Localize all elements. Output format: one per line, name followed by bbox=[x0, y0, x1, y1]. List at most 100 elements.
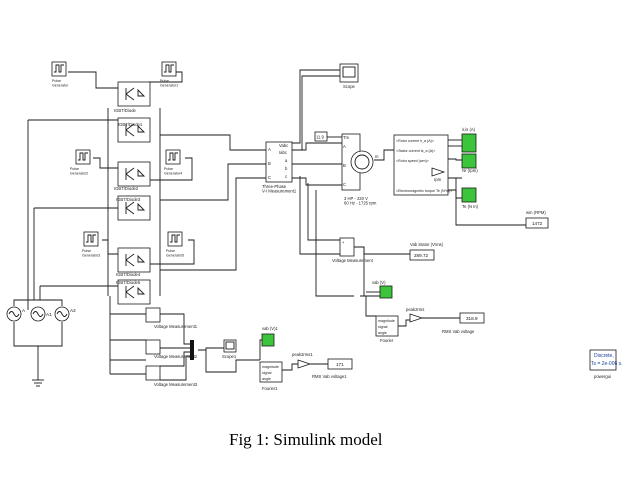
powergui-line-2: Ts = 2e-006 s. bbox=[591, 361, 623, 367]
pulse-generator-1-label-line: Pulse bbox=[160, 79, 169, 83]
display-rms-vab-value: 318.9 bbox=[466, 316, 478, 321]
vi-port-b: B bbox=[268, 161, 271, 166]
display-wm-label: wm (RPM) bbox=[526, 210, 546, 215]
bus-selector[interactable]: <Rotor current ir_a (A)> <Stator current… bbox=[393, 134, 452, 196]
display-wm-value: 1472 bbox=[532, 221, 543, 226]
peak2rms-gain-1[interactable]: peak2rms1 bbox=[292, 352, 313, 369]
bus-signal-torque: <Electromagnetic torque Te (N*m)> bbox=[396, 189, 452, 193]
motor-port-a: A bbox=[343, 144, 346, 149]
voltage-measurement-3[interactable]: Voltage Measurement3 bbox=[145, 365, 198, 387]
display-rms-vab-1[interactable]: 171 RMS Vab voltage1 bbox=[312, 358, 353, 379]
fourier-1-port-magnitude: magnitude bbox=[262, 365, 279, 369]
display-vab-stator-value: 289.72 bbox=[414, 253, 428, 258]
voltage-measurement-plus: + bbox=[342, 240, 345, 245]
scope-vab-label: vab (V) bbox=[372, 280, 386, 285]
scope-vab-1[interactable]: vab (V)1 bbox=[261, 326, 278, 347]
ac-source-a2[interactable]: A2 bbox=[54, 306, 76, 322]
display-rms-vab-label: RMS Vab voltage bbox=[442, 329, 475, 334]
figure-caption: Fig 1: Simulink model bbox=[229, 430, 383, 449]
igbt-diode[interactable]: IGBT/Diode bbox=[114, 81, 151, 113]
vi-port-b-out: b bbox=[285, 166, 288, 171]
pulse-generator-3-label-line: Pulse bbox=[82, 249, 91, 253]
pulse-generator-4-label-line: Generator4 bbox=[164, 172, 182, 176]
pulse-generator-2-label-line: Generator2 bbox=[70, 172, 88, 176]
fourier-1-port-angle: angle bbox=[262, 377, 271, 381]
motor-port-c: C bbox=[343, 182, 346, 187]
scope-1-label: Scope1 bbox=[222, 354, 237, 359]
ac-source-a[interactable]: A bbox=[6, 306, 26, 322]
igbt-diode-5[interactable]: IGBT/Diode5 bbox=[116, 279, 151, 305]
vi-port-c-out: c bbox=[285, 174, 287, 179]
motor-port-tm: Tm bbox=[343, 135, 350, 140]
igbt-diode-1[interactable]: IGBT/Diode1 bbox=[117, 117, 151, 143]
mux-block[interactable] bbox=[190, 340, 194, 360]
vi-port-vabc: Vabc bbox=[279, 143, 288, 148]
pulse-generator-label-line: Pulse bbox=[52, 79, 61, 83]
scope-te[interactable]: Te (N m) bbox=[461, 187, 479, 209]
ac-sources: A A1 A2 bbox=[6, 306, 76, 387]
pulse-generator-3-label-line: Generator3 bbox=[82, 254, 100, 258]
voltage-measurements: + Voltage Measurement Voltage Measuremen… bbox=[145, 237, 374, 387]
scope-te-label: Te (N m) bbox=[462, 204, 479, 209]
igbt-diode-3[interactable]: IGBT/Diode3 bbox=[116, 195, 151, 221]
powergui-label: powergui bbox=[594, 374, 611, 379]
display-vab-stator[interactable]: 289.72 Vab Stator (Vrms) bbox=[409, 242, 444, 261]
igbt-diode-2-label: IGBT/Diode2 bbox=[114, 186, 139, 191]
ac-source-a1[interactable]: A1 bbox=[30, 306, 52, 322]
igbt-diode-2[interactable]: IGBT/Diode2 bbox=[114, 161, 151, 191]
vi-port-iabc: Iabc bbox=[279, 150, 287, 155]
vi-port-a-out: a bbox=[285, 158, 288, 163]
constant-block[interactable]: 11.9 bbox=[314, 131, 328, 142]
pulse-generator-2-label-line: Pulse bbox=[70, 167, 79, 171]
ac-source-a2-label: A2 bbox=[70, 308, 76, 313]
scope-vab[interactable]: vab (V) bbox=[372, 280, 393, 299]
peak2rms-gain-1-label: peak2rms1 bbox=[292, 352, 313, 357]
igbt-diode-4[interactable]: IGBT/Diode4 bbox=[116, 247, 151, 277]
voltage-measurement-2[interactable]: Voltage Measurement2 bbox=[145, 339, 198, 359]
display-wm[interactable]: 1472 wm (RPM) bbox=[525, 210, 549, 229]
scope-nr[interactable]: Nr (rpm) bbox=[461, 153, 478, 173]
voltage-measurement[interactable]: + Voltage Measurement bbox=[332, 237, 374, 263]
pulse-generator-5-label-line: Pulse bbox=[166, 249, 175, 253]
pulse-generator-4-label-line: Pulse bbox=[164, 167, 173, 171]
igbt-diode-3-label: IGBT/Diode3 bbox=[116, 197, 141, 202]
scope-top[interactable]: Scope bbox=[339, 63, 359, 89]
fourier-1-label: Fourier1 bbox=[262, 386, 278, 391]
motor-port-b: B bbox=[343, 163, 346, 168]
ac-source-a1-label: A1 bbox=[46, 312, 52, 317]
vi-port-a: A bbox=[268, 147, 271, 152]
displays: 1472 wm (RPM) 289.72 Vab Stator (Vrms) 3… bbox=[312, 210, 549, 379]
powergui-block[interactable]: Discrete, Ts = 2e-006 s. powergui bbox=[589, 349, 623, 379]
scope-1[interactable]: Scope1 bbox=[222, 339, 237, 359]
motor-rating-label-line: 60 Hz - 1725 rpm bbox=[344, 201, 377, 206]
igbt-diode-label: IGBT/Diode bbox=[114, 108, 137, 113]
fourier-1[interactable]: magnitude signal angle Fourier1 bbox=[259, 361, 283, 391]
fourier[interactable]: magnitude signal angle Fourier bbox=[375, 315, 399, 343]
bus-signal-rotor-current: <Rotor current ir_a (A)> bbox=[396, 139, 434, 143]
peak2rms-gain[interactable]: peak2rms bbox=[406, 307, 424, 323]
scope-ir-is[interactable]: ir,is (A) bbox=[461, 127, 477, 153]
voltage-measurement-label: Voltage Measurement bbox=[332, 258, 374, 263]
display-rms-vab[interactable]: 318.9 RMS Vab voltage bbox=[442, 312, 485, 334]
voltage-measurement-1-label: Voltage Measurement1 bbox=[154, 324, 198, 329]
voltage-measurement-2-label: Voltage Measurement2 bbox=[154, 354, 198, 359]
rpm-gain[interactable]: rpm bbox=[431, 167, 446, 182]
rpm-gain-label: rpm bbox=[434, 177, 442, 182]
voltage-measurement-1[interactable]: Voltage Measurement1 bbox=[145, 307, 198, 329]
fourier-1-port-signal: signal bbox=[262, 371, 272, 375]
motor-rating-label-line: 3 HP - 220 V bbox=[344, 196, 368, 201]
